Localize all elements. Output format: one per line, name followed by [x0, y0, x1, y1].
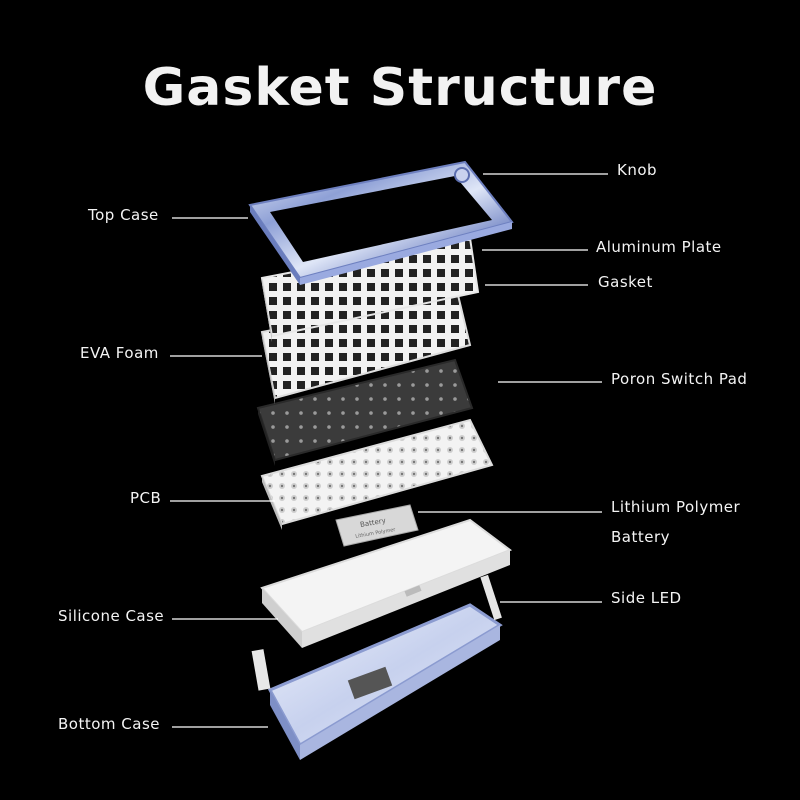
silicone-case-part — [260, 518, 513, 648]
leader-lines — [170, 173, 608, 728]
label-poron-switch-pad: Poron Switch Pad — [611, 370, 748, 388]
label-eva-foam: EVA Foam — [80, 344, 159, 362]
side-led-part — [480, 574, 502, 621]
top-case-part — [248, 160, 514, 285]
label-battery-line2: Battery — [611, 528, 671, 546]
label-gasket: Gasket — [598, 273, 653, 291]
bottom-case-part — [251, 603, 503, 760]
label-side-led: Side LED — [611, 589, 682, 607]
poron-switch-pad-part — [256, 358, 474, 466]
label-aluminum-plate: Aluminum Plate — [596, 238, 722, 256]
label-pcb: PCB — [130, 489, 162, 507]
label-knob: Knob — [617, 161, 658, 179]
pcb-part — [260, 418, 494, 530]
page-title: Gasket Structure — [142, 58, 658, 118]
label-battery-line1: Lithium Polymer — [611, 498, 741, 516]
label-silicone-case: Silicone Case — [58, 607, 165, 625]
battery-part: Battery Lithium Polymer — [335, 504, 419, 547]
label-top-case: Top Case — [88, 206, 159, 224]
label-bottom-case: Bottom Case — [58, 715, 160, 733]
